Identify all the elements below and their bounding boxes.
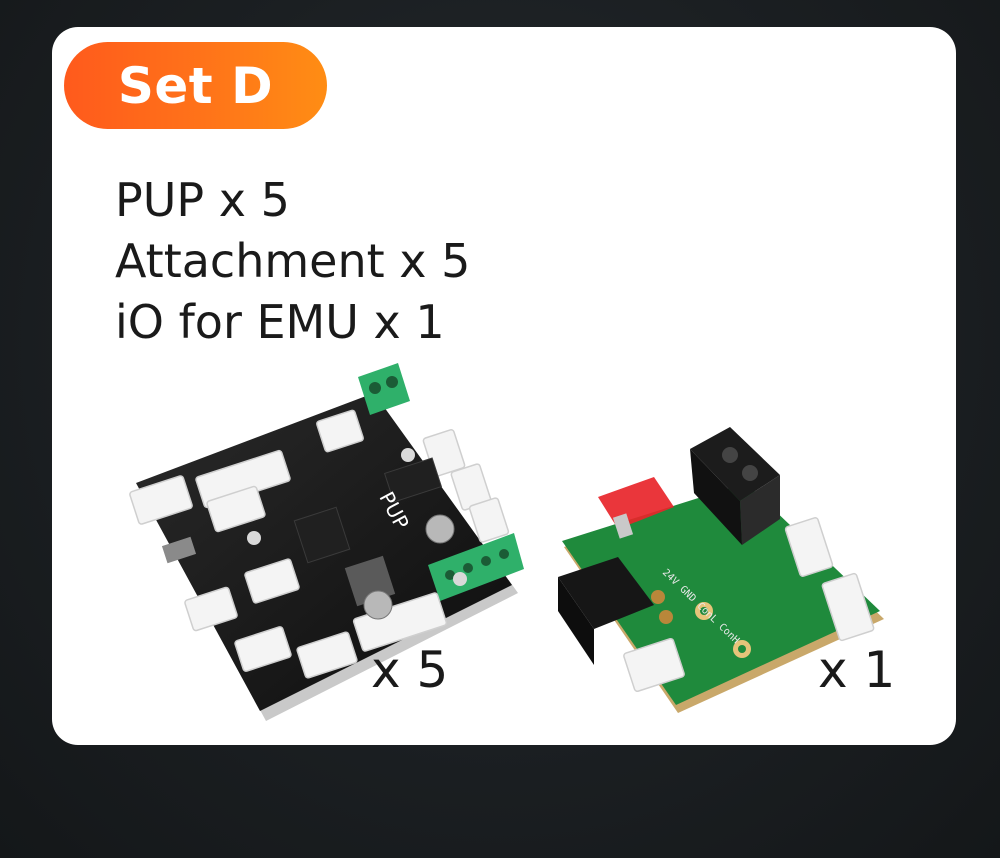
contents-item-pup: PUP x 5 (115, 173, 290, 227)
pup-board-photo-icon: PUP (129, 363, 524, 721)
io-board-photo-icon: 24V GND ConL ConH (558, 427, 884, 713)
contents-item-attachment: Attachment x 5 (115, 234, 471, 288)
set-badge: Set D (64, 42, 327, 129)
pup-board-image: PUP (88, 343, 528, 723)
power-terminal (690, 427, 780, 545)
contents-list: PUP x 5 Attachment x 5 iO for EMU x 1 (115, 170, 470, 353)
io-board-image: 24V GND ConL ConH (558, 397, 888, 717)
terminal-block-right (428, 533, 524, 601)
contents-item-io: iO for EMU x 1 (115, 295, 445, 349)
blade-fuse (598, 477, 674, 539)
set-badge-label: Set D (117, 56, 274, 115)
io-quantity-label: x 1 (818, 641, 896, 699)
terminal-block-top (358, 363, 410, 415)
pup-quantity-label: x 5 (371, 641, 449, 699)
product-card: Set D PUP x 5 Attachment x 5 iO for EMU … (52, 27, 956, 745)
